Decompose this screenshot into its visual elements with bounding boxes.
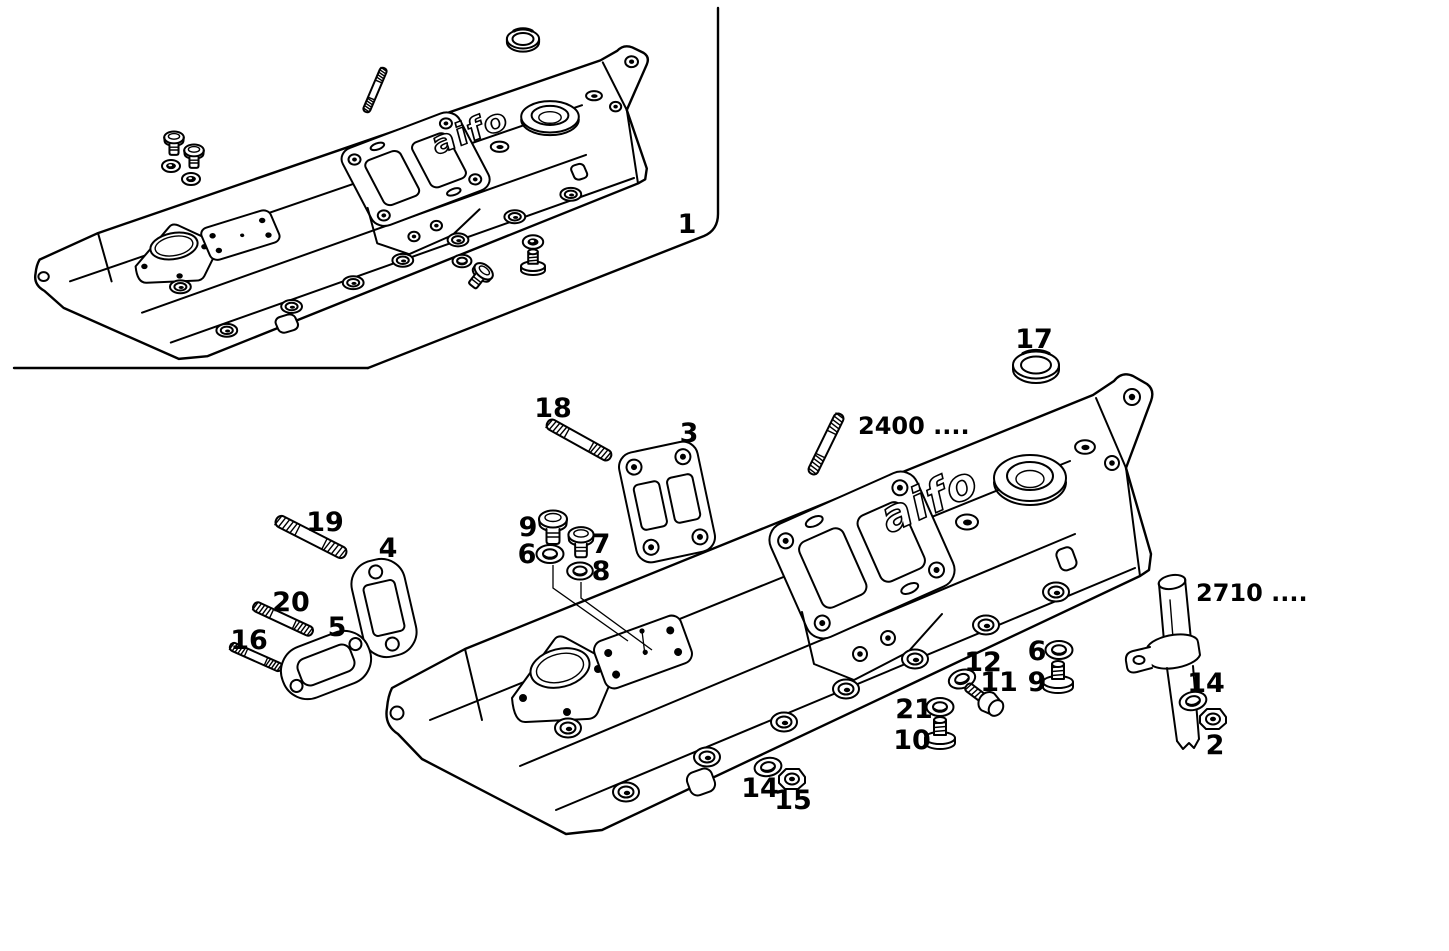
pipe-2710 xyxy=(1126,573,1200,749)
callout-15: 15 xyxy=(774,785,812,816)
ring-seal xyxy=(505,27,541,53)
callout-21: 21 xyxy=(895,694,933,725)
gasket-4 xyxy=(347,554,422,662)
callout-14: 14 xyxy=(741,773,779,804)
plug xyxy=(183,143,205,169)
callout-16: 16 xyxy=(230,625,268,656)
callout-10: 10 xyxy=(893,725,931,756)
callout-5: 5 xyxy=(328,612,347,643)
callout-2: 2 xyxy=(1206,730,1225,761)
plug xyxy=(163,130,185,156)
plug-9b xyxy=(1042,660,1074,694)
leader-line xyxy=(553,565,628,641)
callout-11: 11 xyxy=(980,667,1018,698)
washer xyxy=(521,234,545,250)
nut-2 xyxy=(1199,708,1227,730)
callout-20: 20 xyxy=(272,587,310,618)
callout-9: 9 xyxy=(519,512,538,543)
washer-6b xyxy=(1044,640,1074,660)
callout-8: 8 xyxy=(592,556,611,587)
callout-18: 18 xyxy=(534,393,572,424)
stud-2400 xyxy=(806,411,846,477)
code-2710: 2710 .... xyxy=(1196,579,1308,607)
callout-6: 6 xyxy=(518,539,537,570)
gasket-3 xyxy=(616,439,718,565)
callout-9b: 9 xyxy=(1028,667,1047,698)
gasket-5 xyxy=(273,623,378,706)
plug xyxy=(520,248,546,276)
ring-seal-17 xyxy=(1011,348,1061,385)
plug-7 xyxy=(567,526,595,559)
callout-6b: 6 xyxy=(1028,636,1047,667)
washer xyxy=(161,159,181,173)
washer xyxy=(181,172,201,186)
callout-7: 7 xyxy=(592,529,611,560)
leader-line xyxy=(581,582,652,650)
callout-12: 12 xyxy=(964,647,1002,678)
washer xyxy=(451,253,473,268)
washer-8 xyxy=(566,561,594,581)
stud xyxy=(361,66,389,114)
washer-6 xyxy=(535,544,565,564)
callout-1: 1 xyxy=(678,209,697,240)
leader-line xyxy=(642,631,645,655)
exploded-view: 17 18 3 2400 .... 19 9 7 4 6 8 20 5 16 2… xyxy=(227,324,1308,834)
plug-9 xyxy=(538,509,568,545)
stud-18 xyxy=(543,416,615,464)
figure-1-assembly: 1 xyxy=(14,8,718,368)
figure-1-frame xyxy=(368,8,718,368)
callout-14-pipe: 14 xyxy=(1187,668,1225,699)
callout-17: 17 xyxy=(1015,324,1053,355)
callout-4: 4 xyxy=(379,533,398,564)
callout-19: 19 xyxy=(306,507,344,538)
code-2400: 2400 .... xyxy=(858,412,970,440)
manifold-body-assembled xyxy=(35,46,648,359)
callout-3: 3 xyxy=(680,418,699,449)
